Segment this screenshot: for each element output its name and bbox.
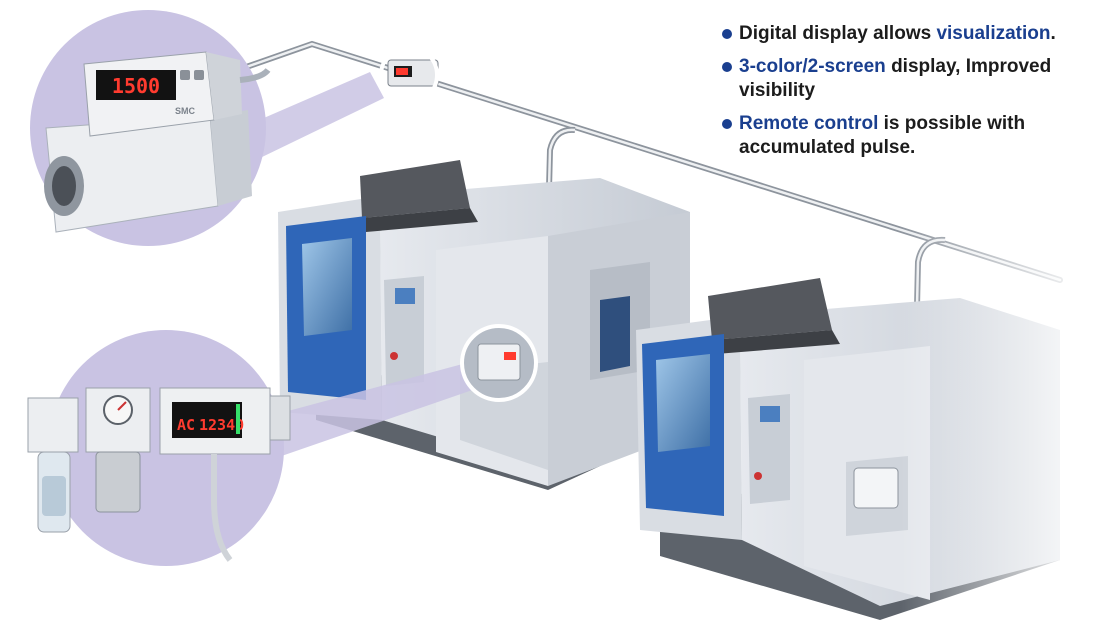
feature-item-visualization: Digital display allows visualization. — [722, 22, 1092, 46]
feature-text-end: . — [1050, 23, 1056, 44]
top-device-readout: 1500 — [112, 74, 160, 98]
bullet-dot-icon — [722, 119, 732, 129]
feature-list: Digital display allows visualization. 3-… — [722, 22, 1092, 169]
feature-text-end: display, Improved visibility — [739, 56, 1052, 101]
feature-accent: 3-color/2-screen — [739, 56, 886, 77]
right-fade — [900, 200, 1100, 644]
feature-text-end: is possible with accumulated pulse. — [739, 113, 1026, 158]
feature-item-display: 3-color/2-screen display, Improved visib… — [722, 55, 1092, 103]
machine-magnifier — [460, 324, 538, 402]
bottom-callout-beam — [262, 362, 484, 460]
bullet-dot-icon — [722, 29, 732, 39]
cnc-machine-1 — [278, 160, 700, 490]
pipe-magnifier-ring — [379, 45, 439, 105]
top-callout-beam — [236, 72, 384, 158]
bullet-dot-icon — [722, 62, 732, 72]
top-callout-circle: 1500 SMC — [30, 10, 271, 246]
feature-text: Digital display allows — [739, 23, 937, 44]
top-device-brand: SMC — [175, 106, 196, 116]
bottom-callout-circle: AC 12340 — [27, 330, 291, 566]
bottom-device-readout: 12340 — [199, 416, 244, 434]
feature-item-remote-control: Remote control is possible with accumula… — [722, 112, 1092, 160]
feature-accent: Remote control — [739, 113, 879, 134]
feature-accent: visualization — [936, 23, 1051, 44]
bottom-device-mode: AC — [177, 416, 195, 434]
pipe-flow-switch — [387, 59, 439, 87]
